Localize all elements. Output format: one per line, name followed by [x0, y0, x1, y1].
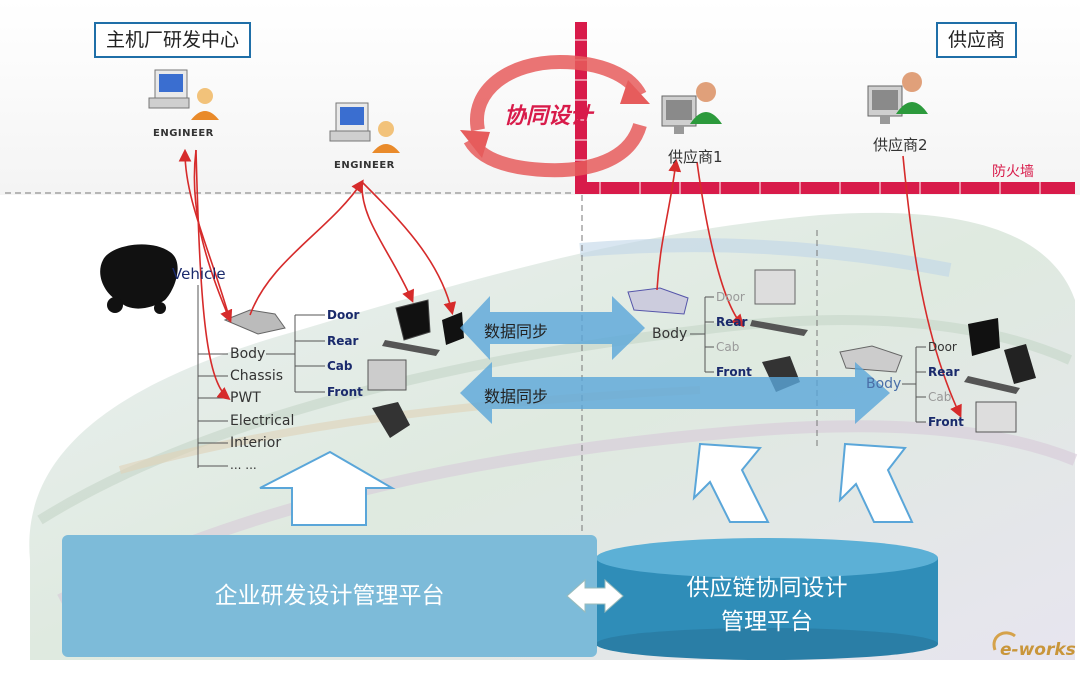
supplier2-child-front: Front	[928, 415, 964, 429]
body-child-rear: Rear	[327, 334, 359, 348]
body-child-cab: Cab	[327, 359, 353, 373]
supplier2-child-cab: Cab	[928, 390, 952, 404]
supplier2-tree-root: Body	[866, 376, 902, 392]
tree-root-vehicle: Vehicle	[172, 265, 226, 283]
engineer-1-label: ENGINEER	[153, 128, 214, 139]
tree-item-electrical: Electrical	[230, 413, 295, 429]
body-child-door: Door	[327, 308, 360, 322]
supplier1-tree-root: Body	[652, 326, 688, 342]
tree-item-body: Body	[230, 346, 266, 362]
tree-item-chassis: Chassis	[230, 368, 283, 384]
engineer-2-label: ENGINEER	[334, 160, 395, 171]
watermark-logo-icon	[992, 631, 1016, 651]
supplier1-parts-icon	[750, 269, 808, 392]
supplier2-computer-icon	[867, 72, 928, 124]
engineer-computer-1-icon	[148, 69, 219, 120]
body-frame-icon	[223, 309, 286, 335]
sync-label-1: 数据同步	[484, 322, 549, 341]
enterprise-platform-box	[62, 535, 597, 657]
supplier1-child-front: Front	[716, 365, 752, 379]
supply-platform-label-line1: 供应链协同设计	[686, 575, 848, 601]
supplier1-child-cab: Cab	[716, 340, 740, 354]
upward-arrows	[259, 442, 914, 526]
tree-item-more: ... ...	[230, 458, 257, 472]
supply-platform-label-line2: 管理平台	[721, 609, 813, 635]
rear-part-icon	[382, 340, 440, 356]
door-part-icon	[395, 299, 464, 345]
supplier1-label: 供应商1	[668, 148, 723, 166]
oem-center-label: 主机厂研发中心	[94, 22, 252, 58]
supplier2-label: 供应商2	[873, 136, 928, 154]
cab-part-icon	[367, 359, 407, 391]
platform-link-arrow	[566, 578, 624, 614]
body-child-front: Front	[327, 385, 363, 399]
red-flow-arrows	[178, 148, 962, 418]
sync-arrow-1	[460, 296, 645, 360]
supplier1-child-rear: Rear	[716, 315, 748, 329]
tree-item-interior: Interior	[230, 435, 282, 451]
supplier2-tree-lines	[902, 346, 926, 423]
supply-chain-platform-cylinder	[596, 538, 938, 660]
sync-arrow-2	[460, 362, 890, 424]
supplier1-tree-lines	[690, 296, 714, 373]
supplier-area-label: 供应商	[936, 22, 1018, 58]
vehicle-silhouette-icon	[100, 244, 178, 314]
sync-label-2: 数据同步	[484, 387, 549, 406]
engineer-computer-2-icon	[329, 102, 400, 153]
supplier2-child-door: Door	[928, 340, 957, 354]
enterprise-platform-label: 企业研发设计管理平台	[214, 583, 445, 609]
supplier2-parts-icon	[964, 318, 1036, 433]
supplier1-computer-icon	[661, 82, 722, 134]
front-part-icon	[372, 402, 410, 438]
oem-tree-lines	[197, 285, 325, 468]
collab-label: 协同设计	[504, 104, 593, 129]
watermark-text: e-works	[1000, 640, 1076, 660]
tree-item-pwt: PWT	[230, 390, 261, 406]
supplier1-body-icon	[627, 287, 689, 315]
supplier2-child-rear: Rear	[928, 365, 960, 379]
firewall-label: 防火墙	[992, 164, 1034, 180]
supplier1-child-door: Door	[716, 290, 745, 304]
collab-cycle-icon	[460, 54, 650, 178]
